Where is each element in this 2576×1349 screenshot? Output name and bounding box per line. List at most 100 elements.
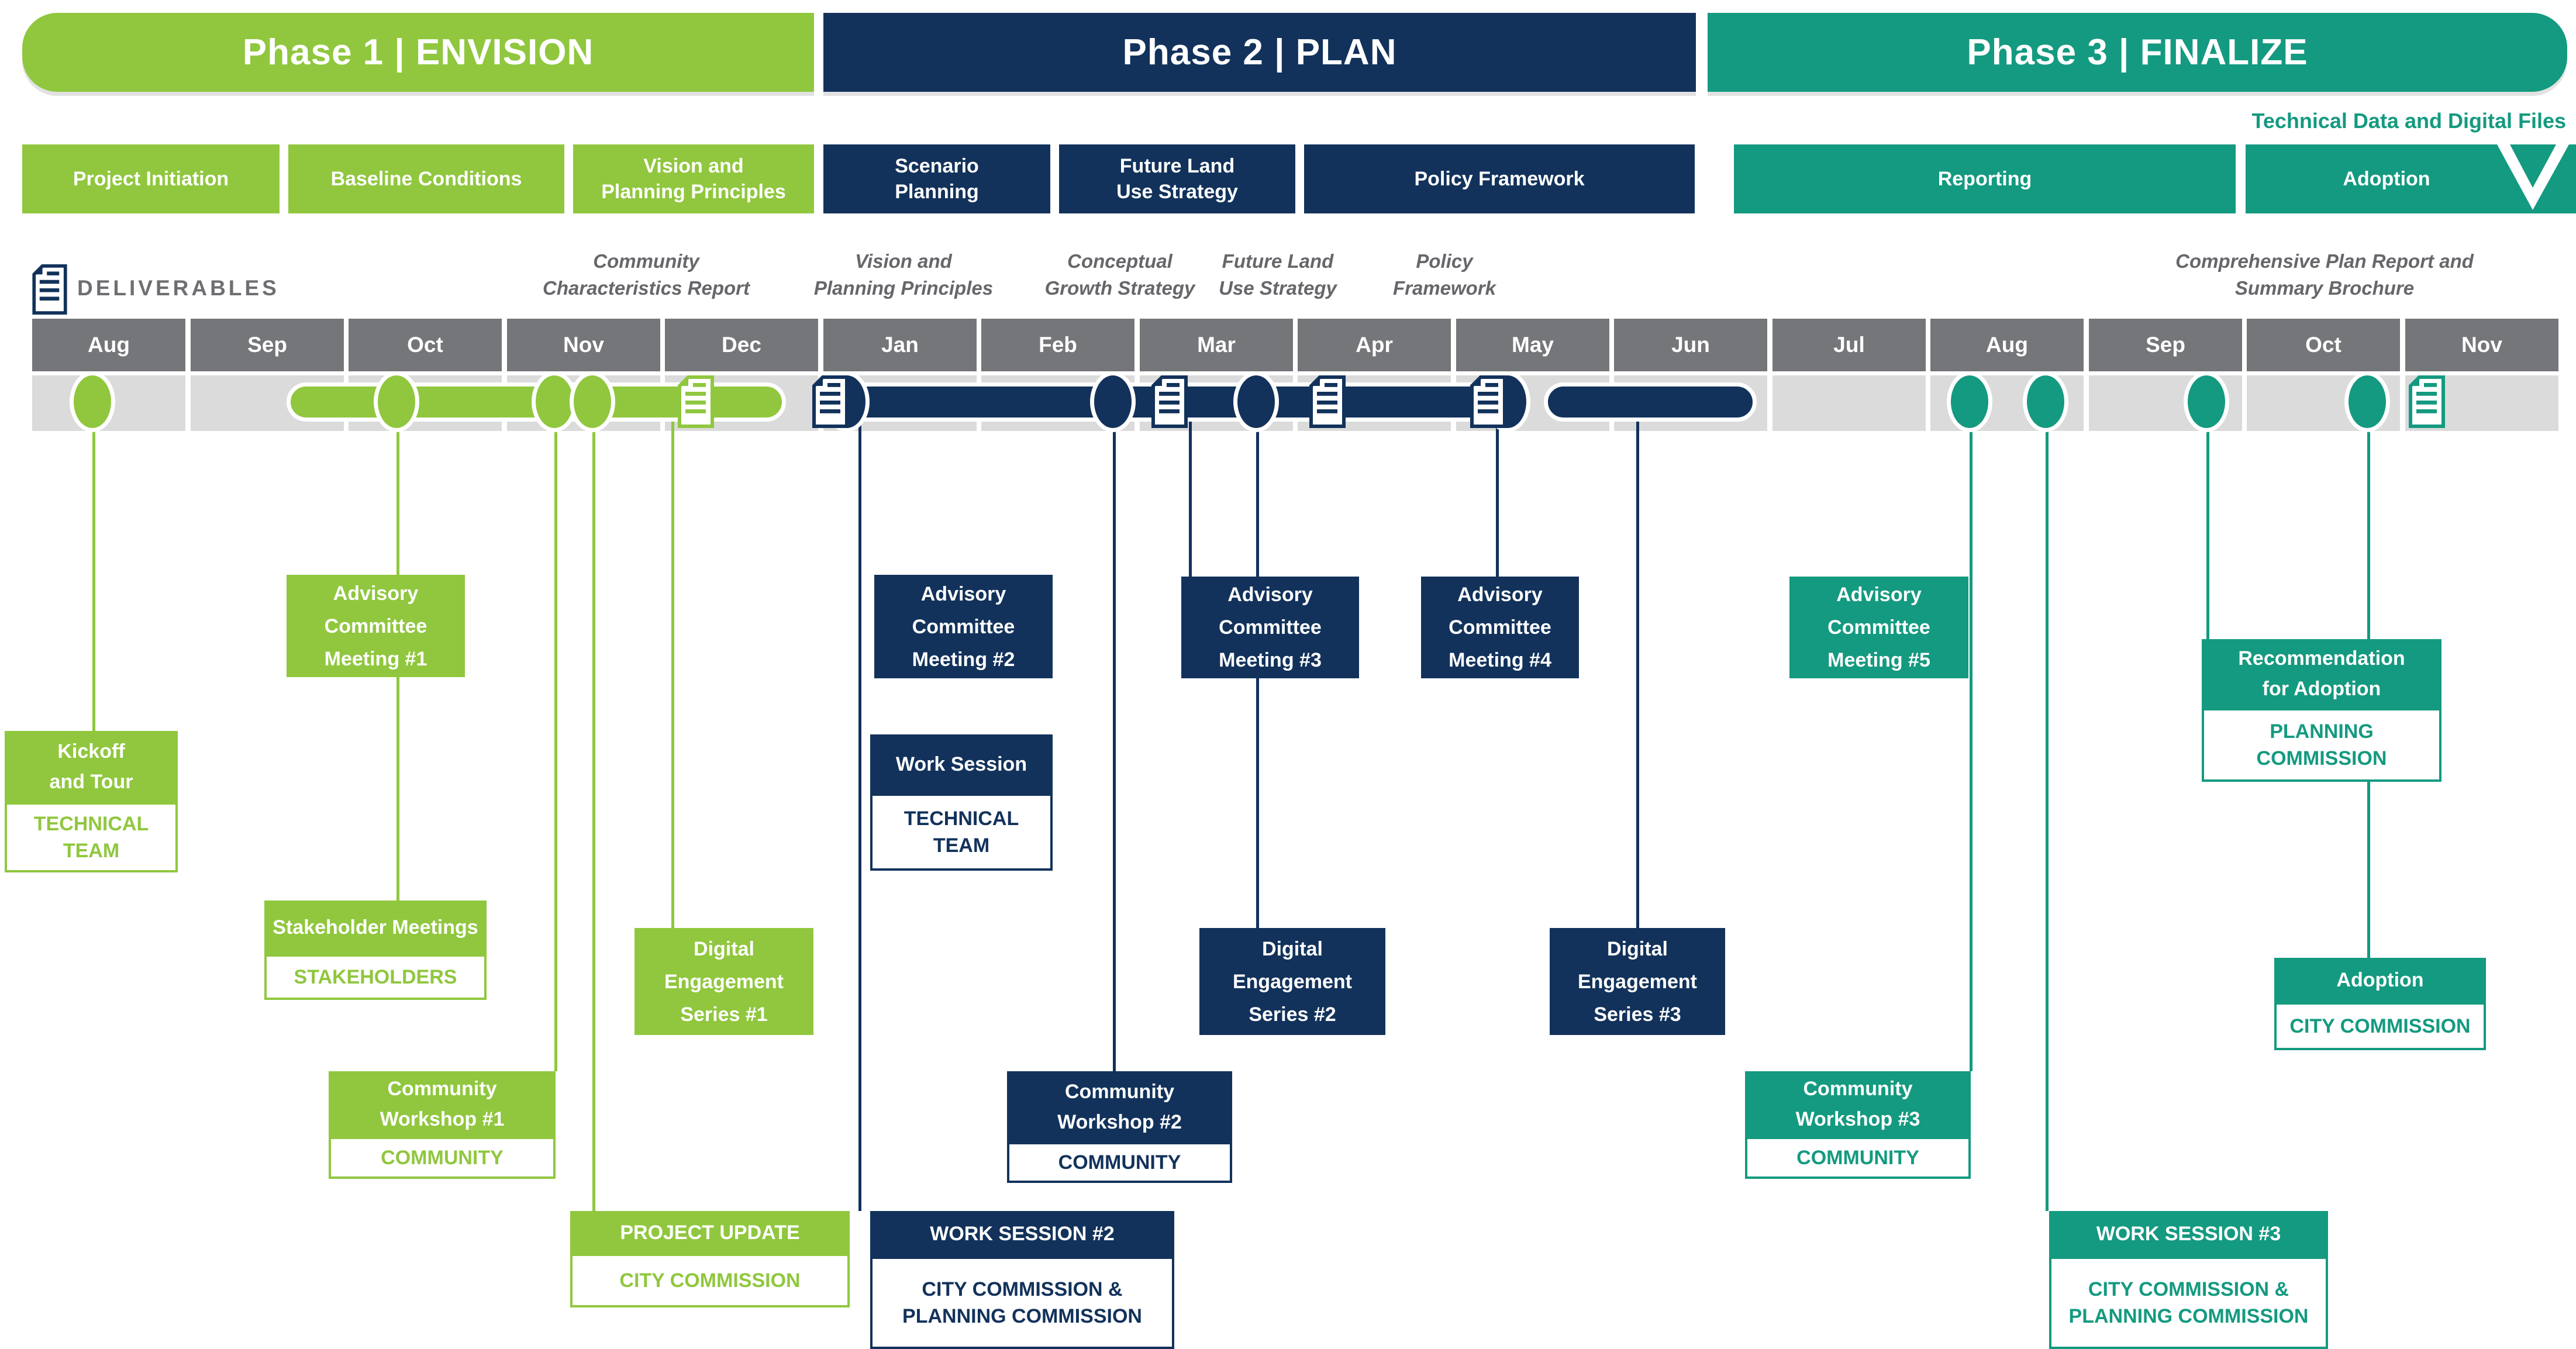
connector-digital-engagement-1: [671, 409, 674, 928]
audience-work-session-2: CITY COMMISSION & PLANNING COMMISSION: [870, 1257, 1174, 1349]
connector-advisory4: [1496, 409, 1499, 577]
phase-1-header: Phase 1 | ENVISION: [22, 13, 814, 92]
connector-community-workshop-2: [1113, 409, 1116, 1071]
audience-community-1: COMMUNITY: [329, 1137, 556, 1179]
event-recommendation-for-adoption: Recommendation for Adoption: [2202, 639, 2441, 708]
event-work-session-2: WORK SESSION #2: [870, 1211, 1174, 1257]
month-cell-jan: Jan: [823, 319, 977, 371]
subphase-baseline-conditions: Baseline Conditions: [288, 144, 564, 213]
month-cell-aug2: Aug: [1930, 319, 2084, 371]
subphase-project-initiation: Project Initiation: [22, 144, 280, 213]
event-advisory-committee-meeting-3: Advisory Committee Meeting #3: [1181, 577, 1359, 678]
milestone-dot-oct: [2344, 371, 2390, 432]
milestone-label-future-land-use-strategy: Future Land Use Strategy: [1219, 250, 1337, 299]
month-cell-nov1: Nov: [507, 319, 660, 371]
deliverable-doc-icon-apr: [1309, 375, 1346, 428]
connector-work-session-3: [2046, 409, 2049, 1211]
month-cell-apr: Apr: [1298, 319, 1451, 371]
subphase-future-land-use-strategy: Future Land Use Strategy: [1059, 144, 1295, 213]
technical-files-note: Technical Data and Digital Files: [2251, 109, 2566, 133]
timeline-bar-phase2b: [1544, 382, 1757, 422]
month-cell-jul: Jul: [1772, 319, 1926, 371]
audience-work-session-3: CITY COMMISSION & PLANNING COMMISSION: [2049, 1257, 2328, 1349]
deliverable-doc-icon-nov: [2409, 375, 2445, 428]
milestone-dot-aug: [70, 371, 115, 432]
audience-planning-commission: PLANNING COMMISSION: [2202, 708, 2441, 782]
subphase-reporting: Reporting: [1734, 144, 2236, 213]
event-digital-engagement-series-2: Digital Engagement Series #2: [1199, 928, 1385, 1035]
deliverable-doc-icon-may: [1470, 375, 1506, 428]
subphase-policy-framework: Policy Framework: [1304, 144, 1695, 213]
milestone-circle-mar: [1233, 371, 1279, 432]
event-advisory-committee-meeting-5: Advisory Committee Meeting #5: [1789, 577, 1968, 678]
event-stakeholder-meetings: Stakeholder Meetings: [264, 901, 487, 954]
timeline-row-cell: [1772, 375, 1926, 431]
phase-2-header: Phase 2 | PLAN: [823, 13, 1696, 92]
milestone-label-policy-framework: Policy Framework: [1392, 250, 1496, 299]
milestone-dot-aug-a: [1947, 371, 1992, 432]
event-digital-engagement-series-3: Digital Engagement Series #3: [1550, 928, 1725, 1035]
connector-community-workshop-1: [554, 409, 557, 1071]
milestone-circle-nov-b: [570, 371, 615, 432]
deliverable-doc-icon-dec: [678, 375, 714, 428]
milestone-label-vision-planning-principles: Vision and Planning Principles: [813, 250, 994, 299]
phase-3-header: Phase 3 | FINALIZE: [1708, 13, 2567, 92]
milestone-circle-oct: [374, 371, 419, 432]
phase-1-label: Phase 1 | ENVISION: [242, 32, 594, 73]
event-project-update: PROJECT UPDATE: [570, 1211, 850, 1254]
connector-recommendation: [2206, 409, 2209, 639]
event-advisory-committee-meeting-1: Advisory Committee Meeting #1: [287, 575, 465, 677]
connector-kickoff: [92, 409, 95, 731]
phase-3-label: Phase 3 | FINALIZE: [1967, 32, 2308, 73]
event-community-workshop-3: Community Workshop #3: [1745, 1071, 1971, 1137]
subphase-vision-planning-principles: Vision and Planning Principles: [573, 144, 814, 213]
audience-work-session-technical-team: TECHNICAL TEAM: [870, 793, 1053, 871]
connector-project-update: [592, 409, 595, 1211]
month-cell-dec: Dec: [665, 319, 818, 371]
chevron-down-icon: [2497, 144, 2569, 210]
event-community-workshop-2: Community Workshop #2: [1007, 1071, 1232, 1142]
month-cell-jun: Jun: [1614, 319, 1767, 371]
milestone-circle-feb: [1090, 371, 1136, 432]
subphase-adoption: Adoption: [2246, 144, 2527, 213]
month-cell-aug1: Aug: [32, 319, 185, 371]
deliverables-label: DELIVERABLES: [77, 276, 280, 300]
deliverable-doc-icon-mar: [1151, 375, 1188, 428]
event-work-session: Work Session: [870, 734, 1053, 793]
deliverable-doc-icon-jan: [812, 375, 849, 428]
milestone-label-community-characteristics-report: Community Characteristics Report: [543, 250, 750, 299]
event-adoption: Adoption: [2274, 958, 2486, 1002]
audience-community-2: COMMUNITY: [1007, 1142, 1232, 1183]
month-cell-may: May: [1456, 319, 1609, 371]
month-cell-nov2: Nov: [2405, 319, 2558, 371]
event-advisory-committee-meeting-2: Advisory Committee Meeting #2: [874, 575, 1053, 678]
milestone-label-conceptual-growth-strategy: Conceptual Growth Strategy: [1044, 250, 1195, 299]
milestone-dot-aug-b: [2023, 371, 2068, 432]
connector-digital-engagement-3: [1636, 409, 1639, 928]
event-community-workshop-1: Community Workshop #1: [329, 1071, 556, 1137]
phase-2-label: Phase 2 | PLAN: [1122, 32, 1397, 73]
event-digital-engagement-series-1: Digital Engagement Series #1: [634, 928, 813, 1035]
deliverables-doc-icon: [32, 264, 67, 315]
event-advisory-committee-meeting-4: Advisory Committee Meeting #4: [1421, 577, 1579, 678]
event-kickoff-and-tour: Kickoff and Tour: [5, 731, 178, 802]
month-cell-oct2: Oct: [2247, 319, 2400, 371]
connector-community-workshop-3: [1970, 409, 1972, 1071]
connector-work-sessions-p2: [858, 409, 861, 1211]
audience-city-commission-2: CITY COMMISSION: [2274, 1002, 2486, 1050]
month-cell-oct1: Oct: [349, 319, 502, 371]
event-work-session-3: WORK SESSION #3: [2049, 1211, 2328, 1257]
subphase-scenario-planning: Scenario Planning: [823, 144, 1050, 213]
month-cell-mar: Mar: [1140, 319, 1293, 371]
month-cell-feb: Feb: [981, 319, 1134, 371]
connector-advisory3: [1189, 409, 1192, 577]
month-cell-sep1: Sep: [191, 319, 344, 371]
audience-stakeholders: STAKEHOLDERS: [264, 954, 487, 1000]
month-cell-sep2: Sep: [2089, 319, 2242, 371]
milestone-dot-sep: [2184, 371, 2229, 432]
audience-city-commission-1: CITY COMMISSION: [570, 1254, 850, 1307]
download-chevron-box: [2490, 144, 2576, 213]
milestone-label-comprehensive-plan-report: Comprehensive Plan Report and Summary Br…: [2175, 250, 2474, 299]
audience-kickoff-technical-team: TECHNICAL TEAM: [5, 802, 178, 872]
